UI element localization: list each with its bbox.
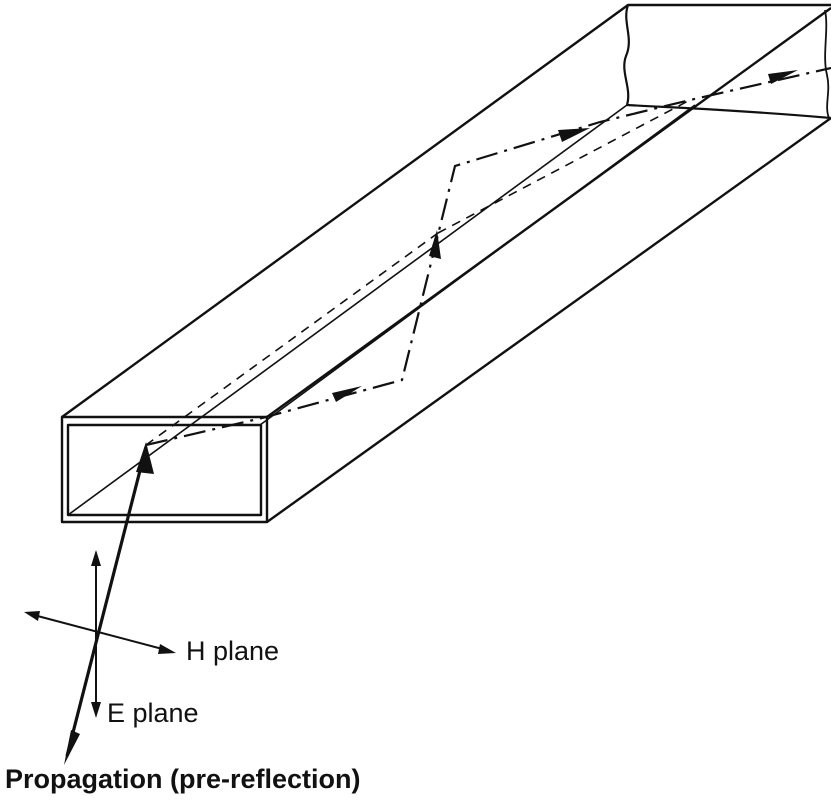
h-plane-arrow [24,611,176,654]
waveguide-cutaway-end [623,4,831,120]
waveguide-side-bottom-edge [266,117,831,523]
waveguide-mouth-outer [60,415,269,524]
propagation-arrow [64,442,154,765]
waveguide-interior-lines [67,104,696,516]
e-plane-arrow [91,550,101,718]
wave-arrow-2 [429,230,441,259]
hidden-wave-path [145,99,691,446]
wave-arrow-3 [558,128,590,142]
propagation-label: Propagation (pre-reflection) [5,764,361,794]
wave-arrow-1 [332,386,362,402]
wave-arrow-4 [768,70,798,84]
waveguide-top-face [61,3,831,418]
wave-path [145,66,831,447]
h-plane-label: H plane [186,636,280,666]
waveguide-mouth-inner [66,423,263,517]
waveguide-body [60,3,831,524]
wave-direction-arrows [332,70,798,402]
e-plane-label: E plane [107,698,199,728]
